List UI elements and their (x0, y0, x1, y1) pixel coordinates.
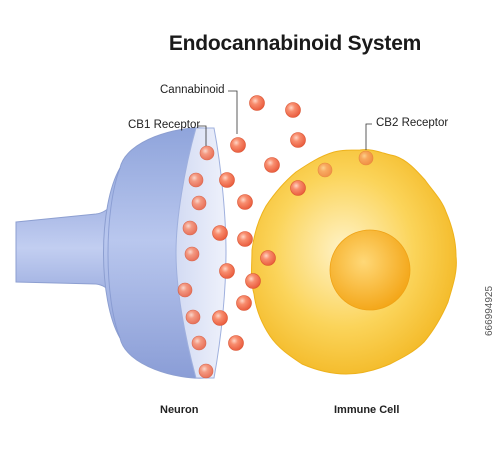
cannabinoid-particle (249, 95, 265, 111)
cb1-receptor-particle (199, 145, 215, 161)
cannabinoid-particle (285, 102, 301, 118)
cb1-receptor-particle (184, 246, 200, 262)
cannabinoid-particle (290, 132, 306, 148)
cannabinoid-particle (290, 180, 306, 196)
cb2-receptor-group (317, 150, 374, 178)
cb1-receptor-particle (188, 172, 204, 188)
neuron-label: Neuron (160, 404, 199, 416)
cb1-receptor-particle (177, 282, 193, 298)
cannabinoid-particle (212, 225, 228, 241)
cb1-receptor-particle (198, 363, 214, 379)
cannabinoid-particle (212, 310, 228, 326)
cannabinoid-particle (237, 194, 253, 210)
cannabinoid-particle (260, 250, 276, 266)
cb1-receptor-particle (191, 195, 207, 211)
cb2-receptor-particle (358, 150, 374, 166)
nucleus (329, 229, 411, 311)
cannabinoid-label: Cannabinoid (160, 84, 225, 96)
cannabinoid-particle (237, 231, 253, 247)
immune-cell (251, 149, 457, 375)
leader-lines (198, 90, 372, 150)
immune-cell-label: Immune Cell (334, 404, 400, 416)
cannabinoid-particle (264, 157, 280, 173)
cannabinoid-leader (228, 90, 238, 134)
cannabinoid-particle-group (212, 95, 306, 351)
cb1-leader (198, 125, 207, 146)
neuron-bulb (103, 127, 206, 379)
cannabinoid-particle (245, 273, 261, 289)
cannabinoid-particle (230, 137, 246, 153)
cannabinoid-particle (228, 335, 244, 351)
stock-id-watermark: 666994925 (484, 285, 495, 336)
page-title: Endocannabinoid System (168, 32, 422, 55)
cb1-receptor-label: CB1 Receptor (128, 119, 201, 131)
cannabinoid-particle (236, 295, 252, 311)
cb1-receptor-particle (191, 335, 207, 351)
cb1-receptor-group (177, 145, 215, 379)
neuron-bulb-ridge (107, 167, 121, 339)
cb1-receptor-particle (185, 309, 201, 325)
cannabinoid-particle (219, 172, 235, 188)
cb2-receptor-label: CB2 Receptor (376, 117, 449, 129)
cb1-receptor-particle (182, 220, 198, 236)
cb2-receptor-particle (317, 162, 333, 178)
cb2-leader (365, 123, 372, 150)
cannabinoid-particle (219, 263, 235, 279)
